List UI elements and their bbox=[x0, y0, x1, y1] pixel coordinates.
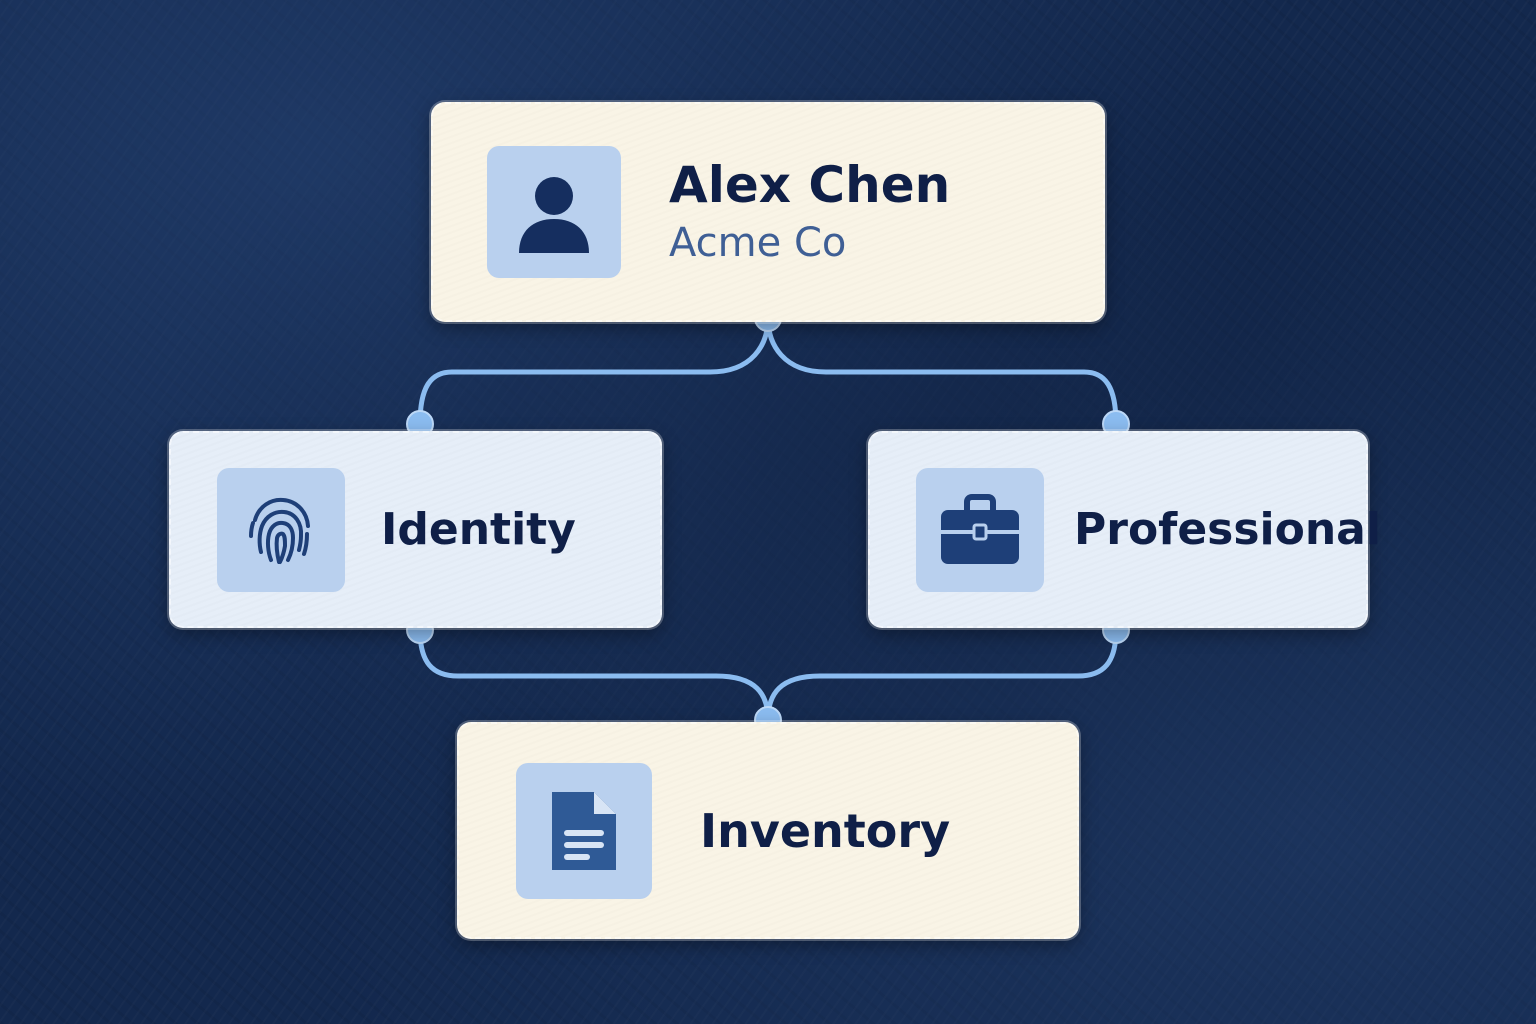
edge-identity-inventory bbox=[417, 627, 771, 723]
fingerprint-icon bbox=[217, 467, 345, 592]
person-name: Alex Chen bbox=[669, 156, 951, 214]
inventory-card[interactable]: Inventory bbox=[457, 722, 1079, 939]
identity-label: Identity bbox=[381, 504, 576, 555]
inventory-label: Inventory bbox=[700, 803, 951, 858]
person-organization: Acme Co bbox=[669, 220, 847, 266]
document-icon bbox=[516, 762, 652, 899]
professional-label: Professional bbox=[1074, 504, 1381, 555]
edge-person-identity bbox=[417, 315, 771, 427]
person-details: Alex Chen Acme Co bbox=[669, 154, 950, 270]
person-card[interactable]: Alex Chen Acme Co bbox=[431, 102, 1105, 322]
professional-card[interactable]: Professional bbox=[868, 431, 1381, 628]
edge-person-professional bbox=[765, 315, 1119, 427]
edge-professional-inventory bbox=[765, 627, 1119, 723]
user-icon bbox=[487, 146, 621, 278]
identity-card[interactable]: Identity bbox=[169, 431, 662, 628]
briefcase-icon bbox=[916, 467, 1044, 592]
